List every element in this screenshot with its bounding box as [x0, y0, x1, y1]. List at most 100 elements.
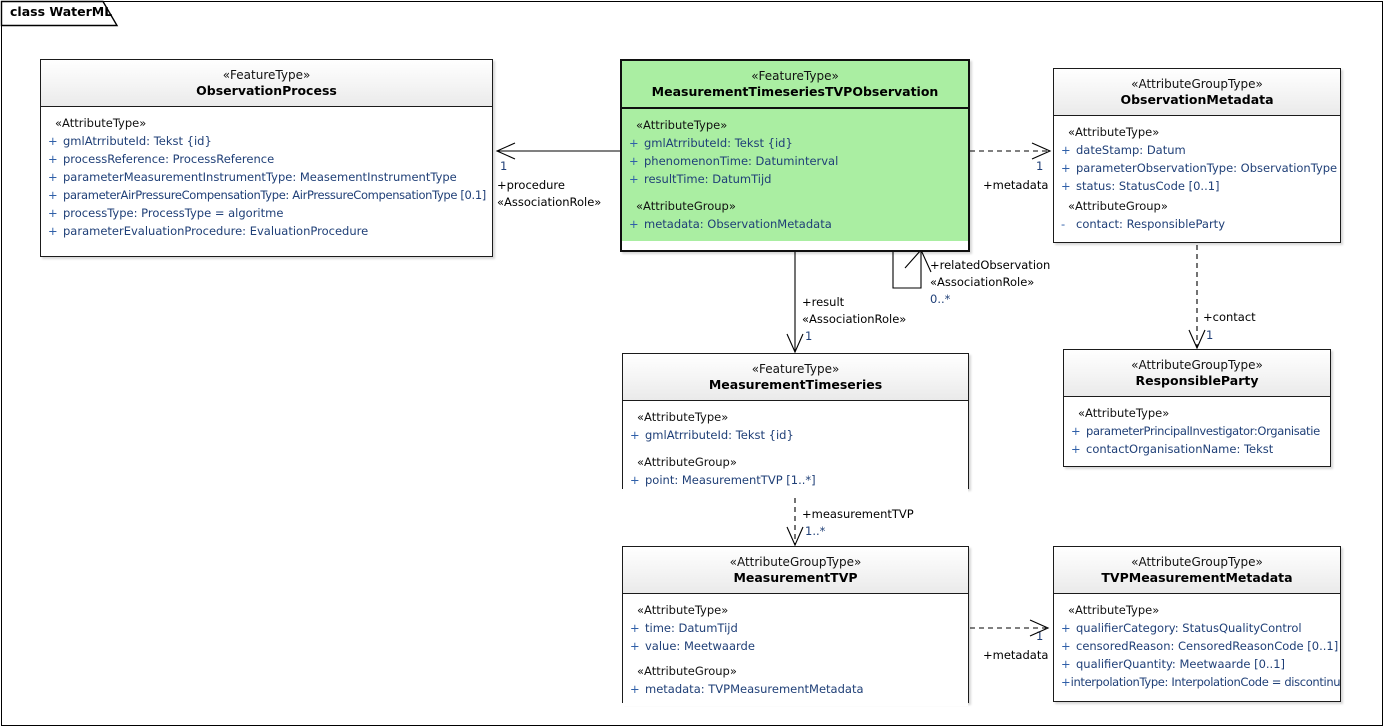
- attribute-row[interactable]: + interpolationType: InterpolationCode =…: [1054, 673, 1341, 691]
- attribute-row[interactable]: + processType: ProcessType = algoritme: [41, 204, 492, 222]
- connector-result: [786, 252, 804, 354]
- attribute-group-label: «AttributeGroup»: [1068, 199, 1168, 213]
- class-measurement-timeseries-tvp-observation[interactable]: «FeatureType» MeasurementTimeseriesTVPOb…: [620, 59, 970, 252]
- attribute-row[interactable]: + phenomenonTime: Datuminterval: [622, 152, 968, 170]
- class-header: «AttributeGroupType» ObservationMetadata: [1054, 69, 1340, 116]
- attribute-text: gmlAtrributeId: Tekst {id}: [644, 136, 793, 150]
- attribute-text: censoredReason: CensoredReasonCode [0..1…: [1076, 639, 1339, 653]
- attribute-row[interactable]: + value: Meetwaarde: [623, 637, 968, 655]
- attribute-group-label: «AttributeType»: [637, 410, 729, 424]
- label-metadata-observation-role: +metadata: [983, 178, 1049, 192]
- attribute-row[interactable]: + censoredReason: CensoredReasonCode [0.…: [1054, 637, 1340, 655]
- attribute-row[interactable]: + resultTime: DatumTijd: [622, 170, 968, 188]
- attribute-row[interactable]: + gmlAtrributeId: Tekst {id}: [623, 426, 968, 444]
- visibility-marker: +: [1061, 675, 1071, 689]
- class-body: «AttributeType» + gmlAtrributeId: Tekst …: [622, 109, 968, 241]
- attribute-group-label: «AttributeType»: [1068, 603, 1160, 617]
- attribute-row[interactable]: + parameterEvaluationProcedure: Evaluati…: [41, 222, 492, 240]
- class-name: MeasurementTimeseriesTVPObservation: [651, 84, 939, 99]
- attribute-row[interactable]: + parameterAirPressureCompensationType: …: [41, 186, 492, 204]
- class-body: «AttributeType» + parameterPrincipalInve…: [1064, 397, 1330, 466]
- label-related-observation-role: +relatedObservation: [930, 258, 1051, 272]
- attribute-row[interactable]: + processReference: ProcessReference: [41, 150, 492, 168]
- attribute-text: contactOrganisationName: Tekst: [1086, 442, 1274, 456]
- visibility-marker: +: [1061, 657, 1071, 671]
- attribute-row[interactable]: + dateStamp: Datum: [1054, 141, 1340, 159]
- visibility-marker: +: [1071, 424, 1081, 438]
- attribute-group-label: «AttributeType»: [636, 118, 728, 132]
- label-procedure-multiplicity: 1: [500, 159, 508, 173]
- class-body: «AttributeType» + gmlAtrributeId: Tekst …: [623, 401, 968, 497]
- attribute-text: qualifierQuantity: Meetwaarde [0..1]: [1076, 657, 1286, 671]
- attribute-group-label: «AttributeGroup»: [637, 455, 737, 469]
- visibility-marker: +: [630, 473, 640, 487]
- class-stereotype: «FeatureType»: [751, 69, 839, 83]
- class-measurement-timeseries[interactable]: «FeatureType» MeasurementTimeseries «Att…: [622, 353, 969, 497]
- connector-related-observation: [892, 249, 932, 289]
- attribute-row[interactable]: + gmlAtrributeId: Tekst {id}: [622, 134, 968, 152]
- class-name: TVPMeasurementMetadata: [1101, 570, 1293, 585]
- attribute-text: dateStamp: Datum: [1076, 143, 1186, 157]
- attribute-row[interactable]: + metadata: TVPMeasurementMetadata: [623, 680, 968, 698]
- connector-contact: [1188, 245, 1206, 350]
- class-header: «FeatureType» MeasurementTimeseriesTVPOb…: [622, 61, 968, 109]
- connector-procedure: [495, 142, 620, 160]
- attribute-group-label: «AttributeGroup»: [636, 199, 736, 213]
- class-observation-process[interactable]: «FeatureType» ObservationProcess «Attrib…: [40, 59, 493, 257]
- connector-measurement-tvp: [786, 489, 804, 547]
- attribute-row[interactable]: + parameterMeasurementInstrumentType: Me…: [41, 168, 492, 186]
- visibility-marker: +: [629, 172, 639, 186]
- attribute-text: metadata: ObservationMetadata: [644, 217, 832, 231]
- class-name: MeasurementTimeseries: [708, 377, 883, 392]
- attribute-row[interactable]: + time: DatumTijd: [623, 619, 968, 637]
- attribute-text: processType: ProcessType = algoritme: [63, 206, 284, 220]
- class-body: «AttributeType» + qualifierCategory: Sta…: [1054, 594, 1341, 699]
- label-procedure-stereotype: «AssociationRole»: [497, 195, 602, 209]
- attribute-row[interactable]: + parameterPrincipalInvestigator:Organis…: [1064, 422, 1330, 440]
- attribute-row[interactable]: + gmlAtrributeId: Tekst {id}: [41, 132, 492, 150]
- class-header: «AttributeGroupType» ResponsibleParty: [1064, 350, 1330, 397]
- attribute-row[interactable]: + point: MeasurementTVP [1..*]: [623, 471, 968, 489]
- diagram-title: class WaterML: [10, 4, 113, 19]
- attribute-row[interactable]: + status: StatusCode [0..1]: [1054, 177, 1340, 195]
- label-contact-multiplicity: 1: [1206, 328, 1214, 342]
- class-measurement-tvp[interactable]: «AttributeGroupType» MeasurementTVP «Att…: [622, 546, 969, 706]
- attribute-text: processReference: ProcessReference: [63, 152, 275, 166]
- visibility-marker: +: [1061, 639, 1071, 653]
- attribute-text: contact: ResponsibleParty: [1076, 217, 1225, 231]
- attribute-text: phenomenonTime: Datuminterval: [644, 154, 839, 168]
- class-tvp-measurement-metadata[interactable]: «AttributeGroupType» TVPMeasurementMetad…: [1053, 546, 1341, 702]
- visibility-marker: +: [630, 621, 640, 635]
- visibility-marker: +: [629, 217, 639, 231]
- visibility-marker: +: [48, 224, 58, 238]
- attribute-row[interactable]: + qualifierQuantity: Meetwaarde [0..1]: [1054, 655, 1340, 673]
- attribute-row[interactable]: + qualifierCategory: StatusQualityContro…: [1054, 619, 1340, 637]
- attribute-text: interpolationType: InterpolationCode = d…: [1070, 675, 1341, 689]
- attribute-row[interactable]: + parameterObservationType: ObservationT…: [1054, 159, 1340, 177]
- attribute-row[interactable]: + metadata: ObservationMetadata: [622, 215, 968, 233]
- class-stereotype: «AttributeGroupType»: [1131, 77, 1263, 91]
- class-stereotype: «AttributeGroupType»: [1131, 555, 1263, 569]
- attribute-text: metadata: TVPMeasurementMetadata: [645, 682, 864, 696]
- class-observation-metadata[interactable]: «AttributeGroupType» ObservationMetadata…: [1053, 68, 1341, 243]
- attribute-text: gmlAtrributeId: Tekst {id}: [645, 428, 794, 442]
- visibility-marker: +: [48, 134, 58, 148]
- attribute-group-label: «AttributeType»: [1078, 406, 1170, 420]
- attribute-text: gmlAtrributeId: Tekst {id}: [63, 134, 212, 148]
- class-stereotype: «AttributeGroupType»: [729, 555, 862, 569]
- class-header: «AttributeGroupType» MeasurementTVP: [623, 547, 968, 594]
- class-header: «FeatureType» ObservationProcess: [41, 60, 492, 107]
- visibility-marker: +: [1061, 161, 1071, 175]
- visibility-marker: +: [48, 152, 58, 166]
- label-metadata-tvp-multiplicity: 1: [1036, 629, 1044, 643]
- class-body: «AttributeType» + time: DatumTijd + valu…: [623, 594, 968, 706]
- label-contact-role: +contact: [1203, 310, 1256, 324]
- attribute-row[interactable]: - contact: ResponsibleParty: [1054, 215, 1340, 233]
- label-result-stereotype: «AssociationRole»: [802, 312, 907, 326]
- label-result-multiplicity: 1: [805, 329, 813, 343]
- class-header: «AttributeGroupType» TVPMeasurementMetad…: [1054, 547, 1340, 594]
- class-responsible-party[interactable]: «AttributeGroupType» ResponsibleParty «A…: [1063, 349, 1331, 467]
- attribute-row[interactable]: + contactOrganisationName: Tekst: [1064, 440, 1330, 458]
- attribute-group-label: «AttributeType»: [55, 116, 147, 130]
- visibility-marker: +: [48, 170, 58, 184]
